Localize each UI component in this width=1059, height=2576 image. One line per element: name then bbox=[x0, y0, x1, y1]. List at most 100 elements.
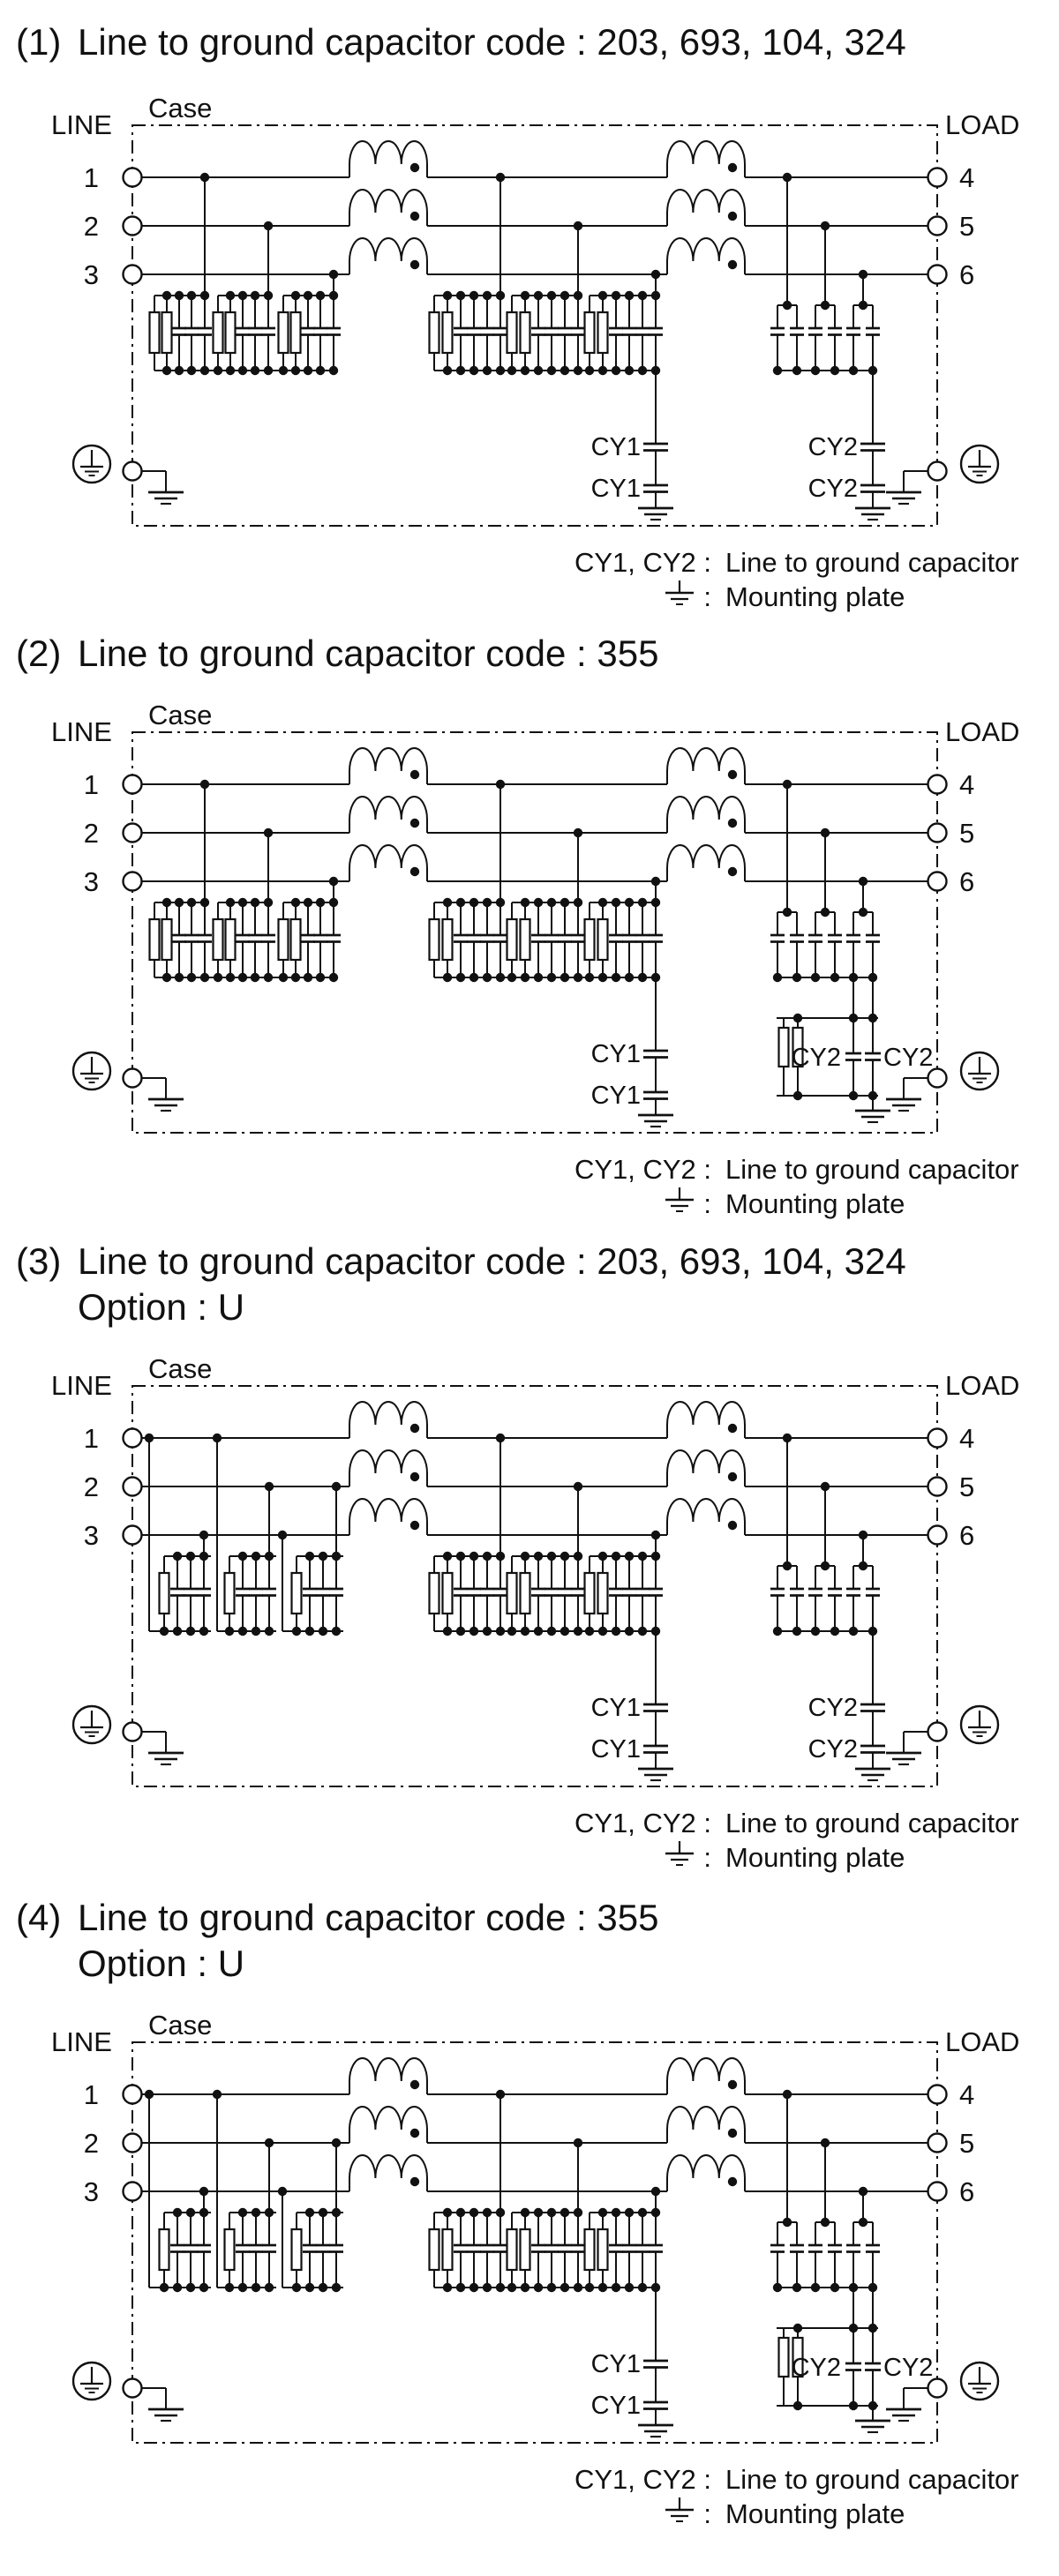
case-outline bbox=[131, 2041, 938, 2444]
figure-3-title: (3)Line to ground capacitor code : 203, … bbox=[0, 1239, 1059, 1284]
terminal-3 bbox=[122, 1524, 143, 1546]
earth-terminal-left bbox=[71, 2361, 184, 2422]
figure-3-number: (3) bbox=[16, 1240, 62, 1282]
figure-4-option: Option : U bbox=[78, 1943, 245, 1984]
legend: CY1, CY2 :Line to ground capacitor:Mount… bbox=[575, 1154, 1019, 1219]
terminal-4 bbox=[927, 167, 948, 188]
x-capacitor-bank-1 bbox=[144, 1433, 343, 1636]
legend: CY1, CY2 :Line to ground capacitor:Mount… bbox=[575, 547, 1019, 612]
choke-1 bbox=[349, 2057, 428, 2191]
terminal-6 bbox=[927, 264, 948, 285]
terminal-2 bbox=[122, 1476, 143, 1497]
terminal-4 bbox=[927, 774, 948, 795]
legend-cy-text: Line to ground capacitor bbox=[725, 1808, 1019, 1838]
line-wires bbox=[141, 2093, 928, 2192]
legend-cy-label: CY1, CY2 : bbox=[575, 1154, 711, 1185]
figure-2: (2)Line to ground capacitor code : 355 L… bbox=[0, 631, 1059, 1226]
cy1-label-upper: CY1 bbox=[591, 433, 641, 461]
figure-3: (3)Line to ground capacitor code : 203, … bbox=[0, 1239, 1059, 1880]
figure-4-heading: Line to ground capacitor code : 355 bbox=[78, 1897, 659, 1938]
x-capacitor-bank-2 bbox=[428, 779, 663, 983]
legend-mount-colon: : bbox=[703, 581, 711, 612]
terminal-2 bbox=[122, 822, 143, 843]
figure-1-number: (1) bbox=[16, 21, 62, 63]
legend-cy-text: Line to ground capacitor bbox=[725, 547, 1019, 578]
mounting-plate-icon bbox=[665, 580, 694, 605]
legend-mount-colon: : bbox=[703, 2498, 711, 2529]
terminal-4-label: 4 bbox=[959, 769, 974, 800]
earth-terminal-left-circle bbox=[122, 1721, 143, 1742]
earth-terminal-left bbox=[71, 444, 184, 505]
load-label: LOAD bbox=[945, 109, 1019, 140]
line-wires bbox=[141, 176, 928, 275]
y-capacitor-group bbox=[770, 1433, 880, 1636]
legend-mount-colon: : bbox=[703, 1188, 711, 1219]
terminal-1 bbox=[122, 774, 143, 795]
earth-terminal-left-circle bbox=[122, 461, 143, 482]
cy1-label-lower: CY1 bbox=[591, 475, 641, 503]
case-outline bbox=[131, 124, 938, 527]
earth-terminal-right bbox=[886, 2361, 1000, 2422]
terminal-3-label: 3 bbox=[84, 259, 99, 290]
y-capacitor-group bbox=[770, 779, 880, 983]
legend-cy-label: CY1, CY2 : bbox=[575, 1808, 711, 1838]
terminal-5 bbox=[927, 215, 948, 236]
choke-2 bbox=[666, 2057, 746, 2191]
figure-4-number: (4) bbox=[16, 1897, 62, 1938]
mounting-plate-icon bbox=[665, 2497, 694, 2522]
terminal-3-label: 3 bbox=[84, 1520, 99, 1551]
cy2-label-upper: CY2 bbox=[808, 433, 858, 461]
cy1-label-lower: CY1 bbox=[591, 1735, 641, 1764]
load-label: LOAD bbox=[945, 1370, 1019, 1401]
terminal-5-label: 5 bbox=[959, 2128, 974, 2159]
case-label: Case bbox=[148, 93, 212, 124]
terminal-2-label: 2 bbox=[84, 1471, 99, 1502]
legend-mount-colon: : bbox=[703, 1842, 711, 1873]
terminal-2 bbox=[122, 2132, 143, 2153]
terminal-1-label: 1 bbox=[84, 769, 99, 800]
cy2-label-lower: CY2 bbox=[808, 475, 858, 503]
case-outline bbox=[131, 1385, 938, 1787]
case-outline bbox=[131, 731, 938, 1134]
figure-2-heading: Line to ground capacitor code : 355 bbox=[78, 633, 659, 674]
choke-1 bbox=[349, 1401, 428, 1535]
terminal-4-label: 4 bbox=[959, 162, 974, 193]
figure-3-option: Option : U bbox=[78, 1286, 245, 1328]
choke-2 bbox=[666, 747, 746, 881]
figure-2-title: (2)Line to ground capacitor code : 355 bbox=[0, 631, 1059, 677]
earth-terminal-right bbox=[886, 1704, 1000, 1766]
cy2-label-right: CY2 bbox=[883, 1044, 933, 1072]
terminal-2-label: 2 bbox=[84, 211, 99, 242]
terminal-3-label: 3 bbox=[84, 866, 99, 897]
earth-terminal-right-circle bbox=[927, 1721, 948, 1742]
line-wires bbox=[141, 1437, 928, 1536]
terminal-5 bbox=[927, 822, 948, 843]
y-capacitor-group bbox=[770, 172, 880, 376]
terminal-1 bbox=[122, 167, 143, 188]
earth-terminal-left-circle bbox=[122, 1067, 143, 1089]
terminal-3 bbox=[122, 2181, 143, 2202]
terminal-1 bbox=[122, 2084, 143, 2105]
earth-terminal-left-circle bbox=[122, 2378, 143, 2399]
cy1-label-upper: CY1 bbox=[591, 1694, 641, 1722]
terminal-2 bbox=[122, 215, 143, 236]
x-capacitor-bank-1 bbox=[144, 2089, 343, 2293]
terminal-3 bbox=[122, 264, 143, 285]
mounting-plate-icon bbox=[665, 1841, 694, 1866]
legend-cy-text: Line to ground capacitor bbox=[725, 1154, 1019, 1185]
load-label: LOAD bbox=[945, 716, 1019, 747]
terminal-5 bbox=[927, 1476, 948, 1497]
